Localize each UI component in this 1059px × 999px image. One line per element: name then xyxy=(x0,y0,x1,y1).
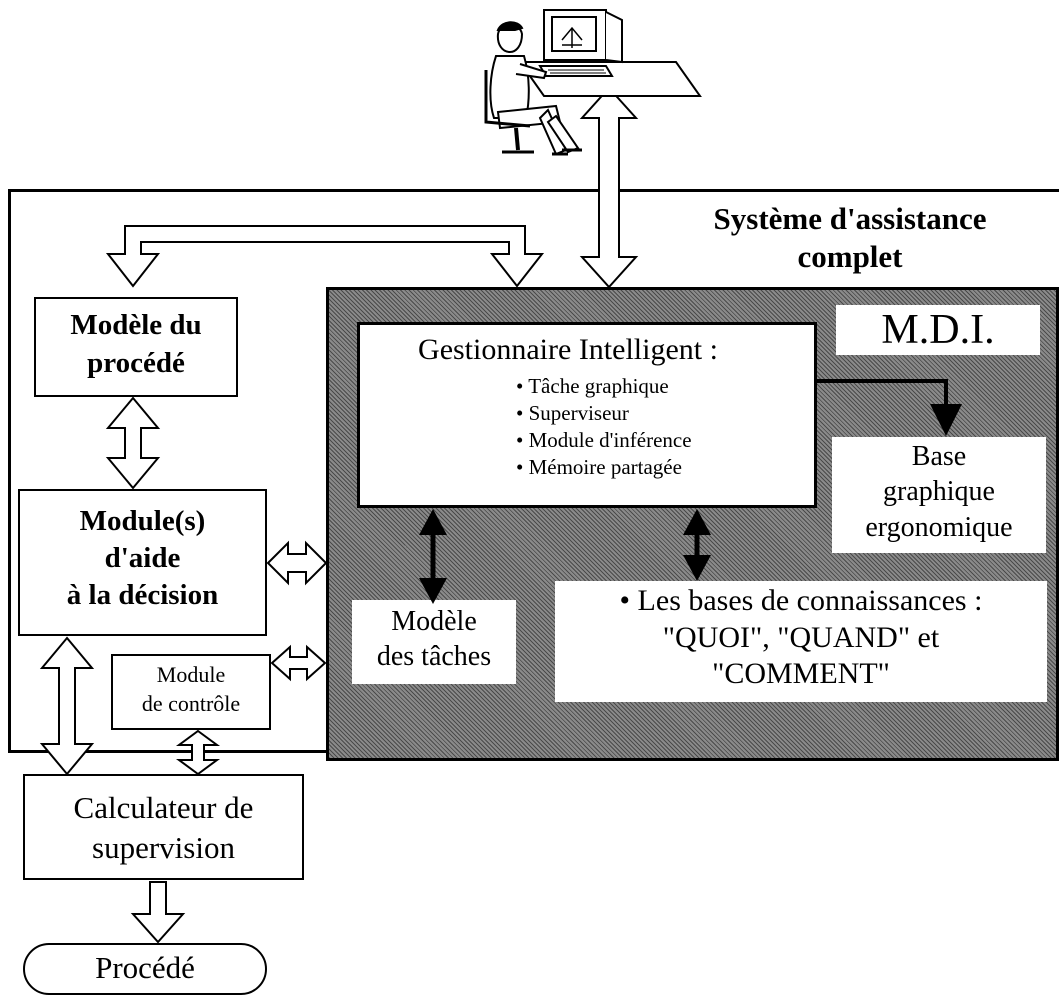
control-module-label: Module de contrôle xyxy=(113,661,269,718)
control-supervision-arrow xyxy=(175,729,221,776)
process-model-box: Modèle du procédé xyxy=(34,297,238,397)
mdi-label: M.D.I. xyxy=(881,307,995,353)
model-decision-arrow xyxy=(105,396,161,490)
graphics-base-line-2: graphique xyxy=(883,476,995,508)
process-model-mdi-arrow xyxy=(105,225,545,288)
intelligent-manager-item-2: • Superviseur xyxy=(516,401,629,425)
intelligent-manager-item-3: • Module d'inférence xyxy=(516,428,692,452)
control-module-box: Module de contrôle xyxy=(111,654,271,730)
process-terminal: Procédé xyxy=(23,943,267,995)
task-model-label: Modèle des tâches xyxy=(352,604,516,674)
supervision-process-arrow xyxy=(130,881,186,944)
operator-at-workstation-icon xyxy=(484,9,702,156)
manager-task-model-arrow xyxy=(419,509,447,604)
graphics-base-line-1: Base xyxy=(911,441,967,472)
supervision-computer-label: Calculateur de supervision xyxy=(25,788,302,867)
control-module-line-1: Module xyxy=(156,662,226,687)
task-model-line-1: Modèle xyxy=(391,606,477,637)
graphics-base-line-3: ergonomique xyxy=(865,511,1013,543)
decision-module-line-1: Module(s) xyxy=(79,505,206,537)
knowledge-bases-line-1: • Les bases de connaissances : xyxy=(619,584,983,617)
manager-graphics-base-arrow xyxy=(817,379,962,436)
process-model-label: Modèle du procédé xyxy=(36,307,236,382)
control-mdi-arrow xyxy=(270,644,327,682)
graphics-base-panel: Base graphique ergonomique xyxy=(832,437,1046,553)
knowledge-bases-line-3: "COMMENT" xyxy=(712,657,890,691)
supervision-computer-line-1: Calculateur de xyxy=(73,790,254,825)
process-model-line-2: procédé xyxy=(87,346,185,379)
intelligent-manager-item-1: • Tâche graphique xyxy=(516,374,669,398)
system-title: Système d'assistance complet xyxy=(640,200,1059,276)
supervision-computer-line-2: supervision xyxy=(92,829,235,865)
intelligent-manager-item-4: • Mémoire partagée xyxy=(516,455,682,479)
decision-module-label: Module(s) d'aide à la décision xyxy=(20,503,265,614)
process-model-line-1: Modèle du xyxy=(70,309,202,341)
knowledge-bases-line-2: "QUOI", "QUAND" et xyxy=(662,620,940,654)
control-module-line-2: de contrôle xyxy=(141,690,241,716)
supervision-computer-box: Calculateur de supervision xyxy=(23,774,304,880)
decision-module-box: Module(s) d'aide à la décision xyxy=(18,489,267,636)
decision-module-line-3: à la décision xyxy=(66,579,219,612)
system-title-line-1: Système d'assistance xyxy=(713,201,987,236)
mdi-label-panel: M.D.I. xyxy=(836,305,1040,355)
graphics-base-label: Base graphique ergonomique xyxy=(832,439,1046,545)
operator-system-arrow xyxy=(579,86,639,289)
knowledge-bases-panel: • Les bases de connaissances : "QUOI", "… xyxy=(555,581,1047,702)
process-label: Procédé xyxy=(95,950,195,985)
intelligent-manager-title: Gestionnaire Intelligent : xyxy=(418,333,718,366)
decision-supervision-arrow xyxy=(39,636,95,776)
decision-mdi-arrow xyxy=(266,540,328,586)
task-model-panel: Modèle des tâches xyxy=(352,600,516,684)
system-title-line-2: complet xyxy=(797,238,903,274)
task-model-line-2: des tâches xyxy=(376,641,492,672)
intelligent-manager-box: Gestionnaire Intelligent : • Tâche graph… xyxy=(357,322,817,508)
knowledge-bases-label: • Les bases de connaissances : "QUOI", "… xyxy=(555,583,1047,693)
decision-module-line-2: d'aide xyxy=(104,542,181,575)
manager-knowledge-arrow xyxy=(683,509,711,581)
